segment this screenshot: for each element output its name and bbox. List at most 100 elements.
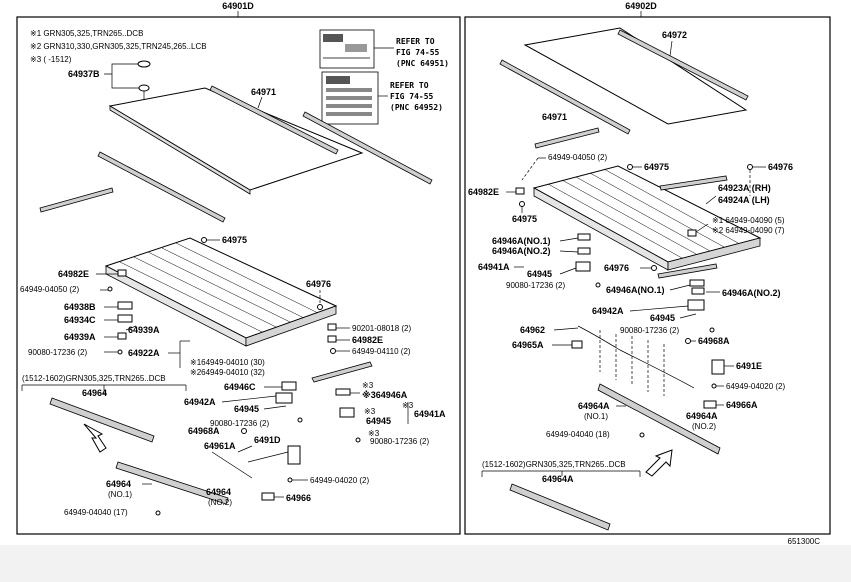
label-64941A-right: 64941A [478, 262, 510, 272]
label-64946A-no2-right-b: 64946A(NO.2) [722, 288, 781, 298]
label-64964A-no1: 64964A [578, 401, 610, 411]
label-no2-right: (NO.2) [692, 422, 716, 431]
left-panel-frame [16, 16, 461, 535]
sub-label-left: (1512-1602)GRN305,325,TRN265..DCB [22, 374, 166, 383]
label-64964A-no2: 64964A [686, 411, 718, 421]
strip-64971-c [97, 151, 226, 223]
sub-label-right: (1512-1602)GRN305,325,TRN265..DCB [482, 460, 626, 469]
cable-64962 [577, 325, 695, 389]
label-64939A-a: 64939A [64, 332, 96, 342]
label-64942A-right: 64942A [592, 306, 624, 316]
label-no1-left: (NO.1) [108, 490, 132, 499]
label-64949-04090-b: ※2 64949-04090 (7) [712, 226, 785, 235]
label-64934C: 64934C [64, 315, 96, 325]
label-90080-left-a: 90080-17236 (2) [28, 348, 87, 357]
note-3: ※3 ( -1512) [30, 55, 72, 64]
label-64976-left: 64976 [306, 279, 331, 289]
bar-64964A-no1 [597, 383, 721, 455]
right-panel-frame [464, 16, 831, 535]
label-64945-left: 64945 [234, 404, 259, 414]
note-3-d: ※3 [368, 429, 380, 438]
footer-band [0, 545, 851, 582]
refer-2-line-2: FIG 74-55 [390, 92, 434, 101]
label-64975-right-a: 64975 [644, 162, 669, 172]
refer-2-line-1: REFER TO [390, 81, 429, 90]
refer-1-line-3: (PNC 64951) [396, 59, 449, 68]
note-3-c: ※3 [364, 407, 376, 416]
label-64949-04050-right: 64949-04050 (2) [548, 153, 607, 162]
label-64946A-no1-right-b: 64946A(NO.1) [606, 285, 665, 295]
bar-64964A-sub [509, 483, 611, 531]
label-64966A: 64966A [726, 400, 758, 410]
refer-2-line-3: (PNC 64952) [390, 103, 443, 112]
label-64949-04010-b: ※264949-04010 (32) [190, 368, 265, 377]
label-no2-left: (NO.2) [208, 498, 232, 507]
label-64924A: 64924A (LH) [718, 195, 770, 205]
rail-strip-left [311, 361, 373, 383]
footer-code: 651300C [788, 537, 821, 546]
label-6491D: 6491D [254, 435, 281, 445]
label-64949-04020-right: 64949-04020 (2) [726, 382, 785, 391]
lock-6491E [711, 359, 725, 375]
rail-strip-right [657, 263, 718, 279]
bar-64964-top [49, 397, 155, 443]
label-90080-left-b: 90080-17236 (2) [210, 419, 269, 428]
label-64949-04090-a: ※1 64949-04090 (5) [712, 216, 785, 225]
hinge-64938B [117, 301, 133, 310]
label-64965A: 64965A [512, 340, 544, 350]
refer-label-2: REFER TO FIG 74-55 (PNC 64952) [321, 71, 443, 125]
label-64949-04040-right: 64949-04040 (18) [546, 430, 610, 439]
label-64964-no2: 64964 [206, 487, 231, 497]
note-1: ※1 GRN305,325,TRN265..DCB [30, 29, 143, 38]
label-64971-right: 64971 [542, 112, 567, 122]
label-64949-04050-left: 64949-04050 (2) [20, 285, 79, 294]
label-64964-no1: 64964 [106, 479, 131, 489]
label-64976-right-a: 64976 [768, 162, 793, 172]
label-64945-right-b: 64945 [650, 313, 675, 323]
label-64975-right-b: 64975 [512, 214, 537, 224]
note-3-a: ※3 [362, 381, 374, 390]
cable-64961A [211, 451, 253, 479]
refer-label-1: REFER TO FIG 74-55 (PNC 64951) [319, 29, 449, 69]
direction-arrow-left [83, 423, 107, 453]
refer-1-line-1: REFER TO [396, 37, 435, 46]
label-64945-left-b: 64945 [366, 416, 391, 426]
label-64966: 64966 [286, 493, 311, 503]
label-64938B: 64938B [64, 302, 96, 312]
label-64941A-left: 64941A [414, 409, 446, 419]
label-64976-right-b: 64976 [604, 263, 629, 273]
bed-cover-panel-right [523, 27, 748, 125]
label-64945-right-a: 64945 [527, 269, 552, 279]
direction-arrow-right [645, 449, 673, 477]
strip-64971-d [39, 187, 114, 213]
right-panel-title: 64902D [625, 1, 657, 11]
lock-6491D [287, 445, 301, 465]
label-64964-top: 64964 [82, 388, 107, 398]
label-64968A-left: 64968A [188, 426, 220, 436]
label-64922A: 64922A [128, 348, 160, 358]
label-64937B: 64937B [68, 69, 100, 79]
label-64968A-right: 64968A [698, 336, 730, 346]
label-64982E-right: 64982E [352, 335, 383, 345]
label-64982E-right: 64982E [468, 187, 499, 197]
label-364946A: ※364946A [362, 390, 408, 400]
bar-64964-no1 [115, 461, 229, 505]
label-90080-right-a: 90080-17236 (2) [506, 281, 565, 290]
label-64939A-b: 64939A [128, 325, 160, 335]
strip-64971-b [302, 111, 433, 185]
label-no1-right: (NO.1) [584, 412, 608, 421]
strip-64971-right-b [534, 127, 600, 149]
strip-64971-right-a [499, 59, 631, 135]
left-panel-title: 64901D [222, 1, 254, 11]
label-64971-left: 64971 [251, 87, 276, 97]
label-64946C: 64946C [224, 382, 256, 392]
left-notes: ※1 GRN305,325,TRN265..DCB ※2 GRN310,330,… [30, 29, 207, 64]
label-64975-left: 64975 [222, 235, 247, 245]
label-64949-04110: 64949-04110 (2) [352, 347, 411, 356]
latch-64942A [275, 392, 293, 404]
refer-1-line-2: FIG 74-55 [396, 48, 440, 57]
label-64949-04010-a: ※164949-04010 (30) [190, 358, 265, 367]
label-64949-04020-left: 64949-04020 (2) [310, 476, 369, 485]
label-64961A: 64961A [204, 441, 236, 451]
